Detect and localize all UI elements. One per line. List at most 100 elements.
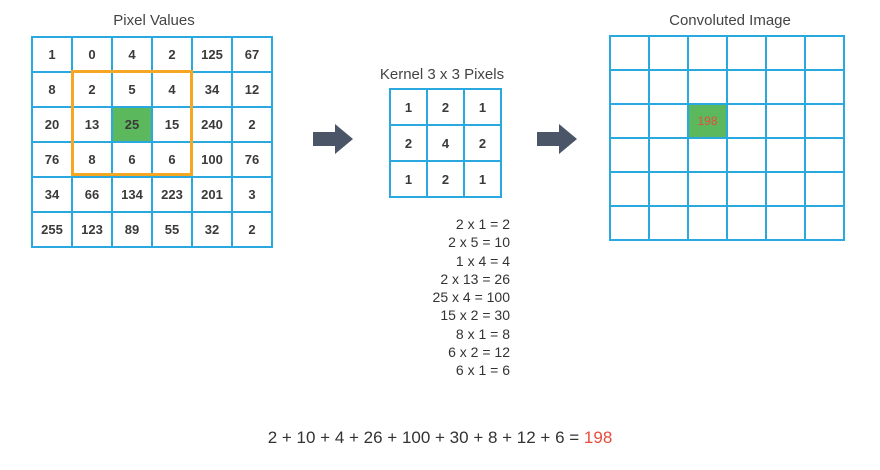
calculation-line: 2 x 5 = 10 bbox=[448, 234, 510, 251]
sum-expression: 2 + 10 + 4 + 26 + 100 + 30 + 8 + 12 + 6 … bbox=[267, 428, 584, 447]
kernel-cell: 1 bbox=[463, 88, 502, 126]
output-cell bbox=[765, 205, 806, 241]
pixel-cell: 100 bbox=[191, 141, 233, 178]
calculation-line: 2 x 13 = 26 bbox=[440, 270, 510, 287]
pixel-values-grid: 1 0 4 2 125 67 8 2 5 4 34 12 20 13 25 15… bbox=[31, 36, 273, 248]
output-cell bbox=[726, 205, 767, 241]
output-cell bbox=[687, 171, 728, 207]
pixel-center-cell: 25 bbox=[111, 106, 153, 143]
output-row bbox=[609, 137, 845, 173]
pixel-cell: 223 bbox=[151, 176, 193, 213]
calculation-line: 2 x 1 = 2 bbox=[455, 216, 510, 232]
output-cell bbox=[804, 69, 845, 105]
output-cell bbox=[609, 137, 650, 173]
pixel-row: 255 123 89 55 32 2 bbox=[31, 211, 273, 248]
kernel-row: 1 2 1 bbox=[389, 160, 502, 198]
output-cell bbox=[648, 205, 689, 241]
pixel-cell: 3 bbox=[231, 176, 273, 213]
output-row bbox=[609, 171, 845, 207]
arrow-right-icon bbox=[313, 124, 353, 154]
sum-equation: 2 + 10 + 4 + 26 + 100 + 30 + 8 + 12 + 6 … bbox=[0, 428, 880, 448]
pixel-cell: 76 bbox=[31, 141, 73, 178]
output-cell bbox=[687, 205, 728, 241]
kernel-cell: 4 bbox=[426, 124, 465, 162]
pixel-row: 1 0 4 2 125 67 bbox=[31, 36, 273, 73]
output-cell bbox=[804, 205, 845, 241]
pixel-cell: 4 bbox=[111, 36, 153, 73]
arrow-right-icon bbox=[537, 124, 577, 154]
output-cell bbox=[765, 171, 806, 207]
pixel-cell: 6 bbox=[151, 141, 193, 178]
output-cell bbox=[609, 103, 650, 139]
pixel-cell: 201 bbox=[191, 176, 233, 213]
output-center-cell: 198 bbox=[687, 103, 728, 139]
output-cell bbox=[687, 69, 728, 105]
kernel-cell: 1 bbox=[463, 160, 502, 198]
kernel-row: 1 2 1 bbox=[389, 88, 502, 126]
output-cell bbox=[648, 137, 689, 173]
convoluted-image-title: Convoluted Image bbox=[669, 12, 791, 29]
output-cell bbox=[726, 35, 767, 71]
pixel-cell: 66 bbox=[71, 176, 113, 213]
kernel-cell: 1 bbox=[389, 160, 428, 198]
output-cell bbox=[687, 137, 728, 173]
kernel-cell: 2 bbox=[463, 124, 502, 162]
pixel-cell: 12 bbox=[231, 71, 273, 108]
pixel-cell: 55 bbox=[151, 211, 193, 248]
output-row bbox=[609, 69, 845, 105]
pixel-cell: 125 bbox=[191, 36, 233, 73]
pixel-cell: 5 bbox=[111, 71, 153, 108]
pixel-cell: 76 bbox=[231, 141, 273, 178]
pixel-cell: 240 bbox=[191, 106, 233, 143]
calculation-line: 8 x 1 = 8 bbox=[455, 325, 510, 342]
calculation-line: 1 x 4 = 4 bbox=[455, 252, 510, 269]
kernel-cell: 2 bbox=[389, 124, 428, 162]
output-cell bbox=[765, 137, 806, 173]
pixel-cell: 34 bbox=[31, 176, 73, 213]
pixel-cell: 0 bbox=[71, 36, 113, 73]
output-cell bbox=[726, 171, 767, 207]
output-cell bbox=[726, 69, 767, 105]
output-cell bbox=[765, 103, 806, 139]
kernel-row: 2 4 2 bbox=[389, 124, 502, 162]
output-row: 198 bbox=[609, 103, 845, 139]
sum-result: 198 bbox=[583, 428, 613, 447]
pixel-cell: 2 bbox=[231, 211, 273, 248]
calculation-line: 25 x 4 = 100 bbox=[432, 289, 510, 306]
output-cell bbox=[609, 205, 650, 241]
output-row bbox=[609, 35, 845, 71]
pixel-cell: 89 bbox=[111, 211, 153, 248]
calculation-line: 15 x 2 = 30 bbox=[440, 307, 510, 324]
output-cell bbox=[765, 35, 806, 71]
output-cell bbox=[765, 69, 806, 105]
convoluted-image-grid: 198 bbox=[609, 35, 845, 241]
output-cell bbox=[726, 137, 767, 173]
pixel-cell: 8 bbox=[31, 71, 73, 108]
pixel-cell: 13 bbox=[71, 106, 113, 143]
output-cell bbox=[648, 35, 689, 71]
pixel-row: 34 66 134 223 201 3 bbox=[31, 176, 273, 213]
pixel-cell: 1 bbox=[31, 36, 73, 73]
pixel-row: 20 13 25 15 240 2 bbox=[31, 106, 273, 143]
pixel-cell: 20 bbox=[31, 106, 73, 143]
pixel-cell: 67 bbox=[231, 36, 273, 73]
output-row bbox=[609, 205, 845, 241]
pixel-cell: 134 bbox=[111, 176, 153, 213]
pixel-row: 76 8 6 6 100 76 bbox=[31, 141, 273, 178]
pixel-cell: 34 bbox=[191, 71, 233, 108]
kernel-window-highlight bbox=[71, 70, 193, 176]
pixel-cell: 2 bbox=[231, 106, 273, 143]
pixel-cell: 255 bbox=[31, 211, 73, 248]
output-cell bbox=[726, 103, 767, 139]
pixel-cell: 32 bbox=[191, 211, 233, 248]
output-cell bbox=[648, 171, 689, 207]
kernel-cell: 2 bbox=[426, 160, 465, 198]
pixel-cell: 123 bbox=[71, 211, 113, 248]
pixel-cell: 6 bbox=[111, 141, 153, 178]
output-cell bbox=[609, 69, 650, 105]
kernel-cell: 2 bbox=[426, 88, 465, 126]
output-cell bbox=[804, 171, 845, 207]
pixel-row: 8 2 5 4 34 12 bbox=[31, 71, 273, 108]
output-cell bbox=[804, 137, 845, 173]
output-cell bbox=[804, 35, 845, 71]
